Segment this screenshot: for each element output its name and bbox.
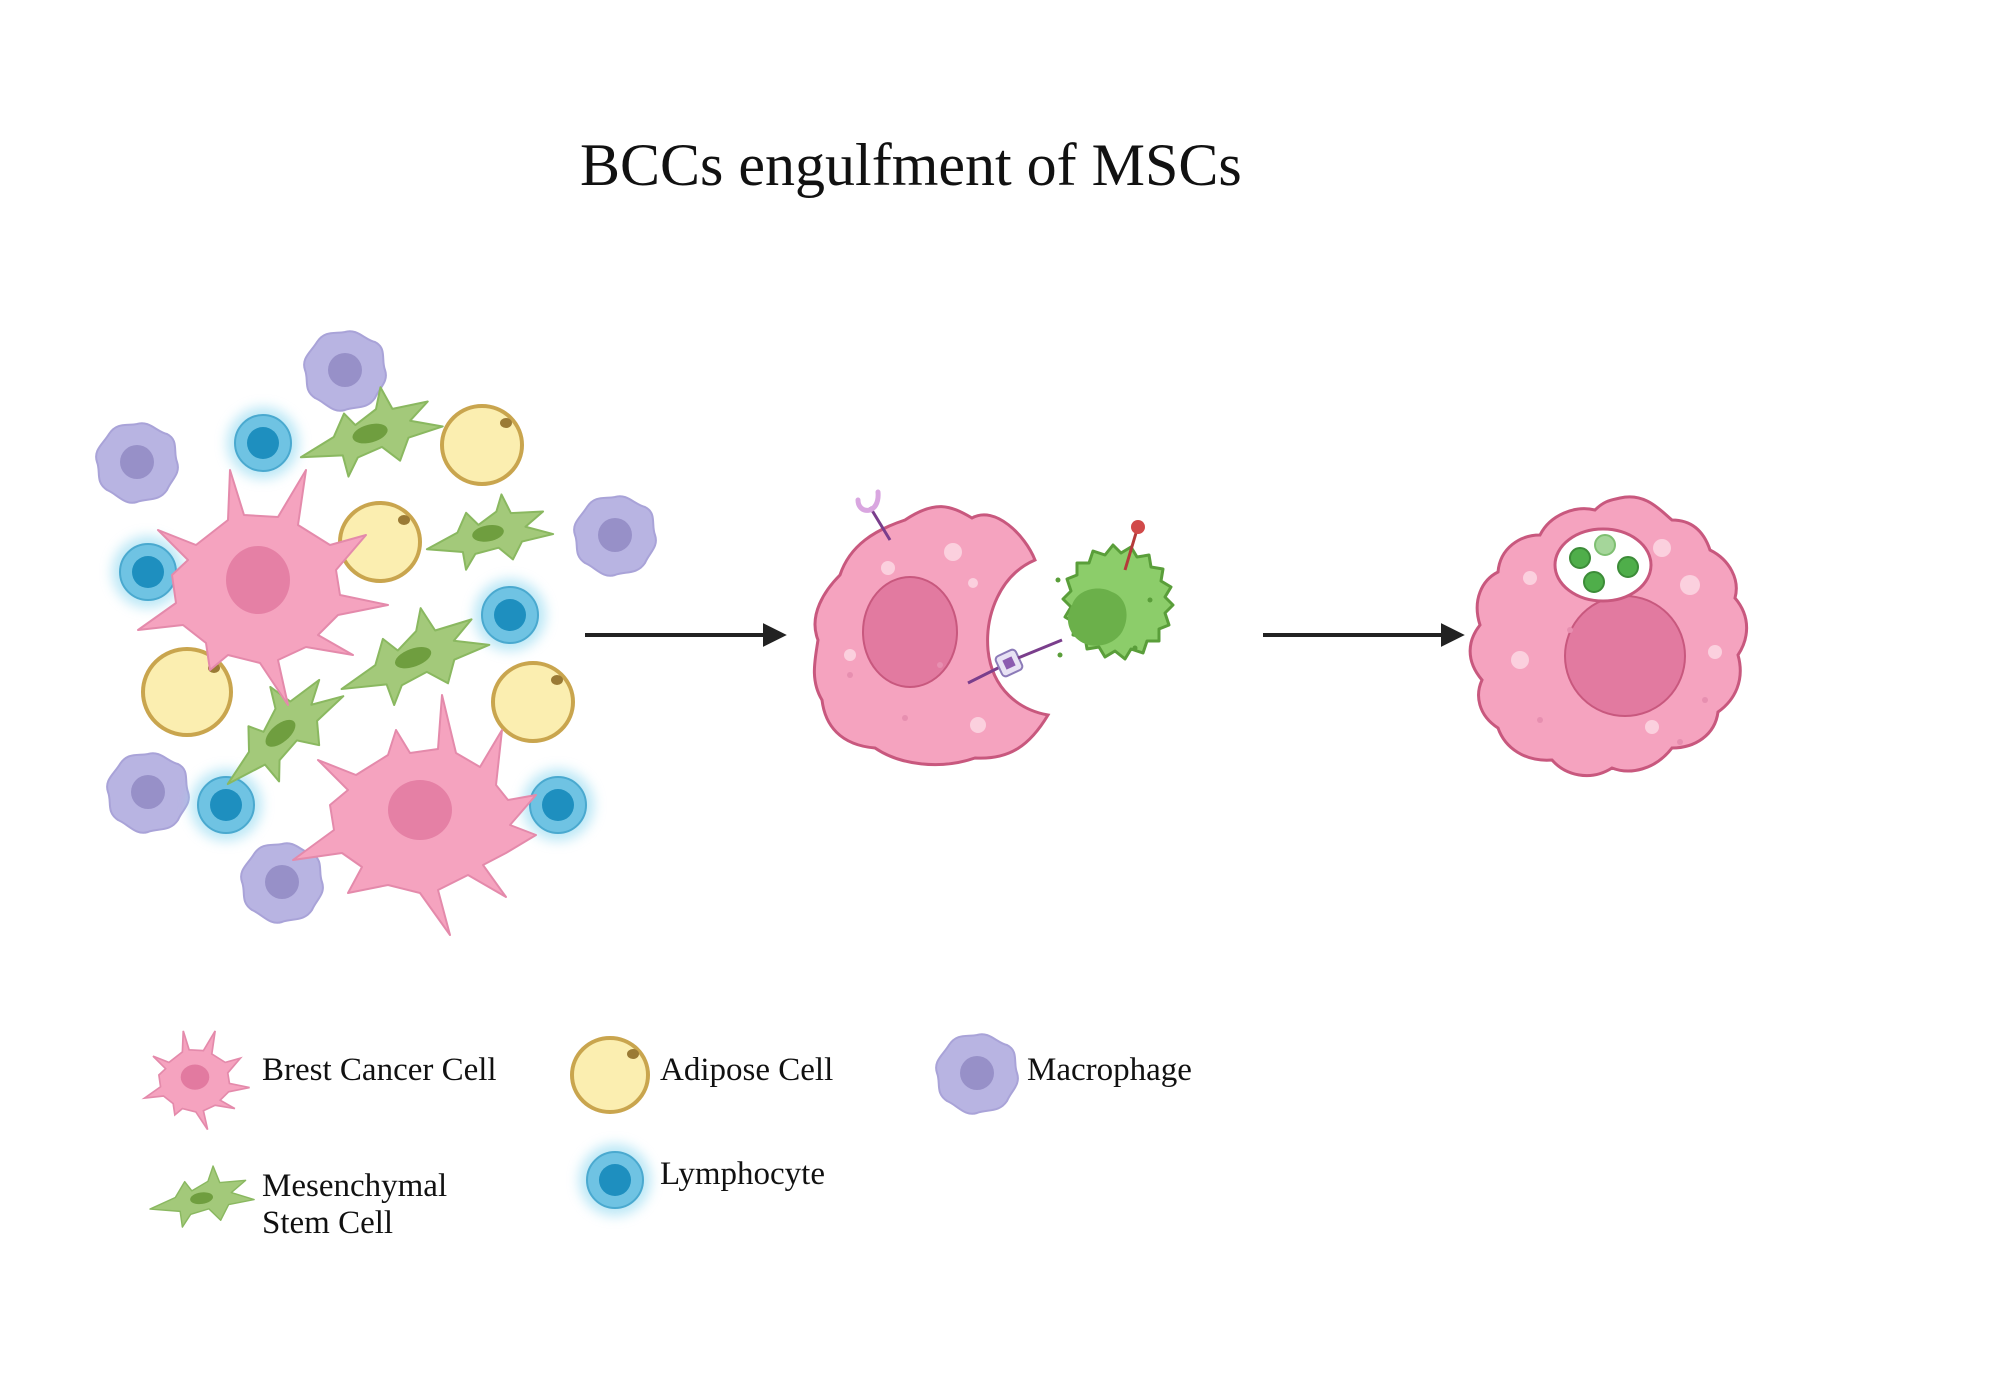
macrophage-cell <box>106 752 190 834</box>
breast-cancer-cell <box>292 694 537 936</box>
macrophage-cell <box>573 495 657 577</box>
legend: Brest Cancer Cell Adipose Cell Macrophag… <box>141 1030 1192 1241</box>
legend-breast-cancer-icon <box>141 1030 250 1131</box>
legend-label-macrophage: Macrophage <box>1027 1052 1192 1088</box>
diagram-title: BCCs engulfment of MSCs <box>580 132 1242 198</box>
legend-label-adipose: Adipose Cell <box>660 1052 833 1088</box>
lymphocyte-cell <box>522 769 594 841</box>
adipose-cell <box>491 661 575 743</box>
legend-label-breast-cancer: Brest Cancer Cell <box>262 1052 497 1088</box>
lymphocyte-cell <box>474 579 546 651</box>
legend-label-lymphocyte: Lymphocyte <box>660 1156 825 1192</box>
lymphocyte-cell <box>227 407 299 479</box>
engulfed-result-cell <box>1468 495 1749 777</box>
legend-label-mesenchymal-line2: Stem Cell <box>262 1205 393 1241</box>
target-msc-cell <box>1055 520 1175 661</box>
adipose-cell <box>440 404 524 486</box>
macrophage-cell <box>95 422 179 504</box>
legend-mesenchymal-icon <box>149 1165 255 1228</box>
legend-lymphocyte-icon <box>579 1144 651 1216</box>
adipose-cell <box>141 647 233 737</box>
lymphocyte-cell <box>112 536 184 608</box>
mesenchymal-stem-cell <box>299 386 444 478</box>
legend-label-mesenchymal-line1: Mesenchymal <box>262 1168 447 1204</box>
legend-adipose-icon <box>570 1036 650 1114</box>
cell-cluster <box>95 330 657 936</box>
mesenchymal-stem-cell <box>425 493 555 571</box>
lymphocyte-cell <box>190 769 262 841</box>
mesenchymal-stem-cell <box>226 678 345 786</box>
engulfing-cancer-cell <box>812 489 1063 767</box>
macrophage-cell <box>240 842 324 924</box>
macrophage-cell <box>303 330 387 412</box>
mesenchymal-stem-cell <box>340 607 491 707</box>
breast-cancer-cell <box>137 469 389 706</box>
legend-macrophage-icon <box>935 1033 1019 1115</box>
